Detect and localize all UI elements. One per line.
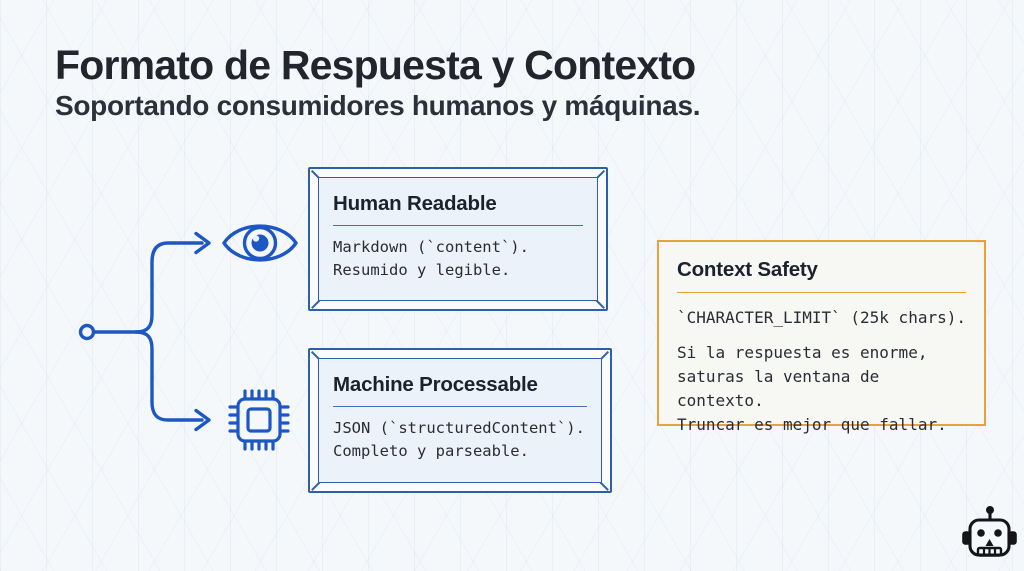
page-subtitle: Soportando consumidores humanos y máquin… <box>55 90 701 121</box>
card-text: Markdown (`content`). Resumido y legible… <box>333 238 529 280</box>
divider <box>677 292 966 293</box>
divider <box>333 406 587 407</box>
card-limit-text: `CHARACTER_LIMIT` (25k chars). <box>677 308 966 327</box>
card-machine-processable: Machine Processable JSON (`structuredCon… <box>308 348 612 493</box>
card-text: Si la respuesta es enorme, saturas la ve… <box>677 343 947 434</box>
arrow-down-icon <box>194 408 211 432</box>
card-machine-processable-body: Machine Processable JSON (`structuredCon… <box>318 358 602 483</box>
eye-icon <box>222 224 298 262</box>
robot-icon <box>962 506 1017 557</box>
arrow-up-icon <box>194 231 211 255</box>
card-human-readable: Human Readable Markdown (`content`). Res… <box>308 167 608 311</box>
card-human-readable-body: Human Readable Markdown (`content`). Res… <box>318 177 598 301</box>
card-title: Machine Processable <box>333 373 538 396</box>
card-title: Context Safety <box>677 258 818 281</box>
card-title: Human Readable <box>333 192 497 215</box>
divider <box>333 225 583 226</box>
card-context-safety: Context Safety `CHARACTER_LIMIT` (25k ch… <box>657 240 986 434</box>
page-title: Formato de Respuesta y Contexto <box>55 42 696 88</box>
card-text: JSON (`structuredContent`). Completo y p… <box>333 419 585 461</box>
chip-icon <box>228 389 290 451</box>
branch-connector <box>78 231 211 432</box>
